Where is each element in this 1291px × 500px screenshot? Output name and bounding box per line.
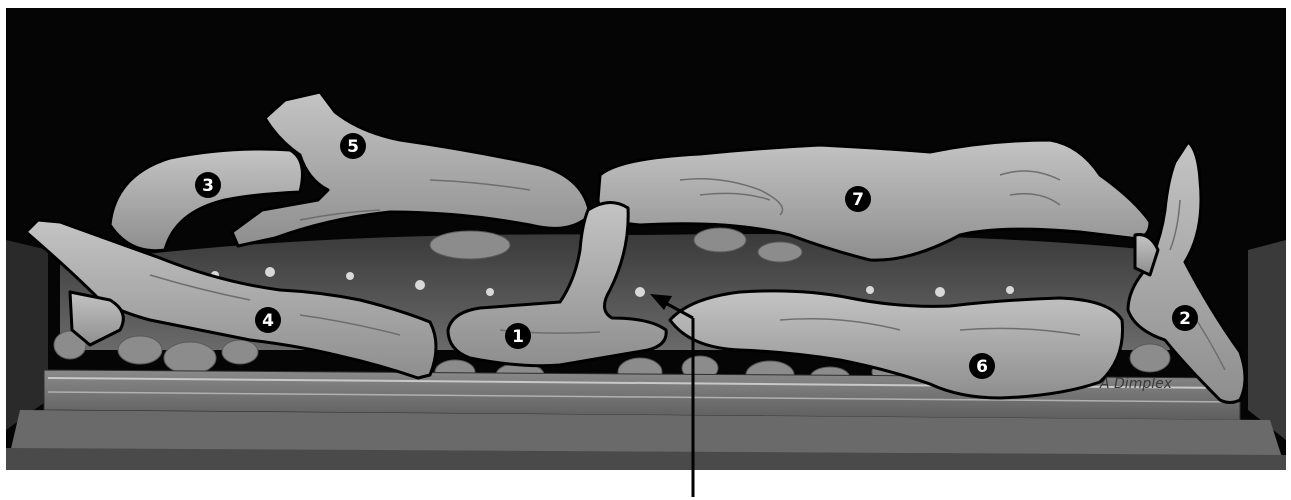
left-side-panel bbox=[6, 240, 48, 430]
badge-3-label: 3 bbox=[202, 176, 214, 196]
right-side-panel bbox=[1248, 240, 1286, 440]
badge-3: 3 bbox=[195, 172, 221, 198]
badge-5-label: 5 bbox=[347, 137, 359, 157]
badge-2-label: 2 bbox=[1179, 309, 1191, 329]
badge-4-label: 4 bbox=[262, 311, 274, 331]
badge-7: 7 bbox=[845, 186, 871, 212]
badge-1-label: 1 bbox=[512, 327, 524, 347]
badge-4: 4 bbox=[255, 307, 281, 333]
badge-2: 2 bbox=[1172, 305, 1198, 331]
badge-1: 1 bbox=[505, 323, 531, 349]
badge-5: 5 bbox=[340, 133, 366, 159]
badge-6-label: 6 bbox=[976, 357, 988, 377]
brand-mark: A Dimplex bbox=[1099, 376, 1173, 392]
badge-6: 6 bbox=[969, 353, 995, 379]
badge-7-label: 7 bbox=[852, 190, 864, 210]
